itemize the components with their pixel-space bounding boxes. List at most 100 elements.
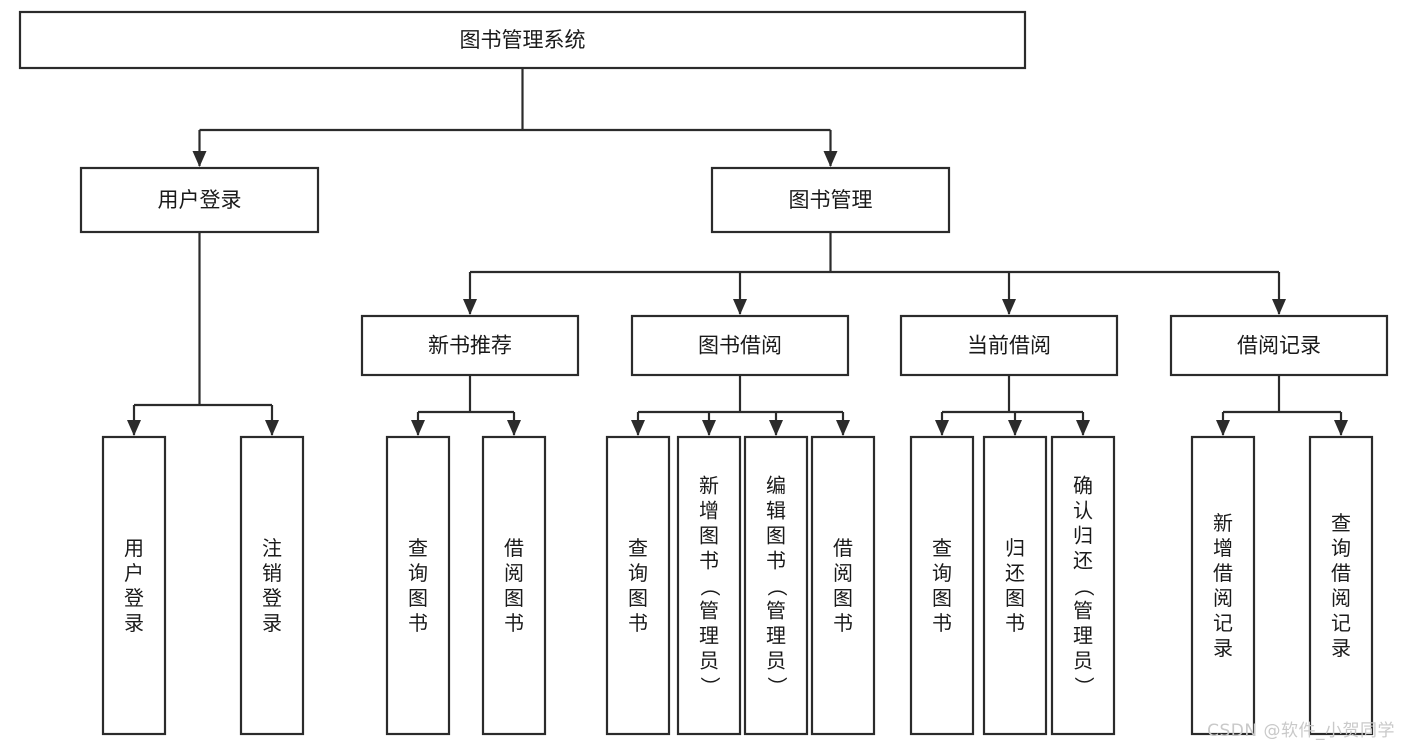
arrow-head-icon (1008, 420, 1022, 436)
leaf-node-leaf-logout-login-label-char: 登 (262, 586, 282, 610)
leaf-node-leaf-add-book-admin-rect (676, 435, 742, 736)
leaf-node-leaf-query-book-1-label-char: 查 (408, 536, 428, 560)
leaf-node-leaf-edit-book-admin-label-char: 员 (766, 649, 786, 673)
leaf-node-leaf-query-book-3-label-char: 图 (932, 586, 952, 610)
leaf-node-leaf-query-book-3-label-char: 询 (932, 561, 952, 585)
leaf-node-leaf-logout-login-label-char: 录 (262, 611, 282, 635)
leaf-node-leaf-edit-book-admin-label-char: 图 (766, 524, 786, 548)
leaf-node-leaf-query-borrow-record-rect (1308, 435, 1374, 736)
arrow-head-icon (507, 420, 521, 436)
arrow-head-icon (823, 151, 838, 167)
leaf-node-leaf-add-book-admin-label-char: （ (698, 577, 722, 597)
leaf-node-leaf-user-login-label-char: 户 (124, 561, 144, 585)
level3-node-book-borrow[interactable]: 图书借阅 (630, 314, 850, 377)
leaf-node-leaf-confirm-return-admin-label-char: 确 (1073, 474, 1093, 498)
leaf-node-leaf-add-borrow-record-label-char: 增 (1213, 536, 1233, 560)
leaf-node-leaf-edit-book-admin-label-char: 辑 (766, 499, 786, 523)
leaf-node-leaf-edit-book-admin-label-char: 管 (766, 599, 786, 623)
leaf-node-leaf-add-borrow-record-label-char: 阅 (1213, 586, 1233, 610)
level3-node-borrow-record[interactable]: 借阅记录 (1169, 314, 1389, 377)
leaf-node-leaf-edit-book-admin-label-char: 理 (766, 624, 786, 648)
leaf-node-leaf-edit-book-admin-label-char: （ (765, 577, 789, 597)
arrow-head-icon (836, 420, 850, 436)
level3-node-book-borrow-rect (630, 314, 850, 377)
connectors-layer (127, 68, 1348, 436)
leaf-node-leaf-add-book-admin-label-char: 员 (699, 649, 719, 673)
leaf-node-leaf-edit-book-admin-label-char: 书 (766, 549, 786, 573)
arrow-head-icon (702, 420, 716, 436)
level2-node-user-login-rect (79, 166, 320, 234)
leaf-node-leaf-borrow-book-1-label-char: 借 (504, 536, 524, 560)
level2-node-book-management[interactable]: 图书管理 (710, 166, 951, 234)
leaf-node-leaf-add-borrow-record-label-char: 新 (1213, 511, 1233, 535)
leaf-node-leaf-user-login[interactable]: 用户登录 (101, 435, 167, 736)
leaf-node-leaf-query-book-2-label-char: 书 (628, 611, 648, 635)
leaf-node-leaf-query-borrow-record-label-char: 查 (1331, 511, 1351, 535)
leaf-node-leaf-return-book-label-char: 还 (1005, 561, 1025, 585)
root-node-book-management-system-label: 图书管理系统 (460, 28, 586, 52)
leaf-node-leaf-borrow-book-1-label-char: 阅 (504, 561, 524, 585)
level3-node-new-book-recommend[interactable]: 新书推荐 (360, 314, 580, 377)
level2-node-user-login[interactable]: 用户登录 (79, 166, 320, 234)
level2-node-book-management-rect (710, 166, 951, 234)
leaf-node-leaf-query-book-2-label-char: 询 (628, 561, 648, 585)
leaf-node-leaf-confirm-return-admin-label-char: 理 (1073, 624, 1093, 648)
arrow-head-icon (1334, 420, 1348, 436)
leaf-node-leaf-confirm-return-admin-rect (1050, 435, 1116, 736)
leaf-node-leaf-borrow-book-2-label-char: 书 (833, 611, 853, 635)
leaf-node-leaf-borrow-book-2-label-char: 图 (833, 586, 853, 610)
leaf-node-leaf-query-borrow-record-label-char: 记 (1331, 611, 1351, 635)
leaf-node-leaf-query-borrow-record-label-char: 借 (1331, 561, 1351, 585)
arrow-head-icon (1272, 299, 1286, 315)
csdn-watermark: CSDN @软件_小贺同学 (1207, 721, 1395, 741)
level3-node-new-book-recommend-rect (360, 314, 580, 377)
leaf-node-leaf-add-book-admin-label-char: 理 (699, 624, 719, 648)
leaf-node-leaf-edit-book-admin-rect (743, 435, 809, 736)
leaf-node-leaf-confirm-return-admin-label-char: 归 (1073, 524, 1093, 548)
leaf-node-leaf-user-login-rect (101, 435, 167, 736)
leaf-node-leaf-query-book-2-label-char: 图 (628, 586, 648, 610)
leaf-node-leaf-borrow-book-1-label-char: 书 (504, 611, 524, 635)
leaf-node-leaf-confirm-return-admin-label-char: 员 (1073, 649, 1093, 673)
level2-node-user-login-label: 用户登录 (158, 188, 242, 212)
leaf-node-leaf-add-book-admin-label-char: 图 (699, 524, 719, 548)
leaf-node-leaf-confirm-return-admin-label-char: （ (1072, 577, 1096, 597)
level3-node-borrow-record-rect (1169, 314, 1389, 377)
root-node-book-management-system[interactable]: 图书管理系统 (18, 10, 1027, 70)
level2-node-book-management-label: 图书管理 (789, 188, 873, 212)
leaf-node-leaf-query-book-1-label-char: 书 (408, 611, 428, 635)
leaf-node-leaf-user-login-label-char: 录 (124, 611, 144, 635)
leaf-node-leaf-add-borrow-record-rect (1190, 435, 1256, 736)
level3-node-current-borrow[interactable]: 当前借阅 (899, 314, 1119, 377)
leaf-node-leaf-user-login-label-char: 用 (124, 536, 144, 560)
leaf-node-leaf-return-book-label-char: 归 (1005, 536, 1025, 560)
leaf-node-leaf-query-borrow-record-label-char: 询 (1331, 536, 1351, 560)
leaf-node-leaf-logout-login-label-char: 注 (262, 536, 282, 560)
arrow-head-icon (463, 299, 477, 315)
level3-node-book-borrow-label: 图书借阅 (698, 334, 782, 358)
arrow-head-icon (631, 420, 645, 436)
leaf-node-leaf-add-book-admin-label-char: ） (698, 677, 722, 697)
leaf-node-leaf-edit-book-admin-label-char: 编 (766, 474, 786, 498)
leaf-node-leaf-borrow-book-1-rect (481, 435, 547, 736)
leaf-node-leaf-add-book-admin-label-char: 新 (699, 474, 719, 498)
leaf-node-leaf-user-login-label-char: 登 (124, 586, 144, 610)
arrow-head-icon (192, 151, 207, 167)
nodes-layer: 图书管理系统用户登录图书管理新书推荐图书借阅当前借阅借阅记录用户登录注销登录查询… (18, 10, 1389, 736)
leaf-node-leaf-query-book-3-label-char: 查 (932, 536, 952, 560)
leaf-node-leaf-query-book-1-label-char: 询 (408, 561, 428, 585)
leaf-node-leaf-logout-login-rect (239, 435, 305, 736)
